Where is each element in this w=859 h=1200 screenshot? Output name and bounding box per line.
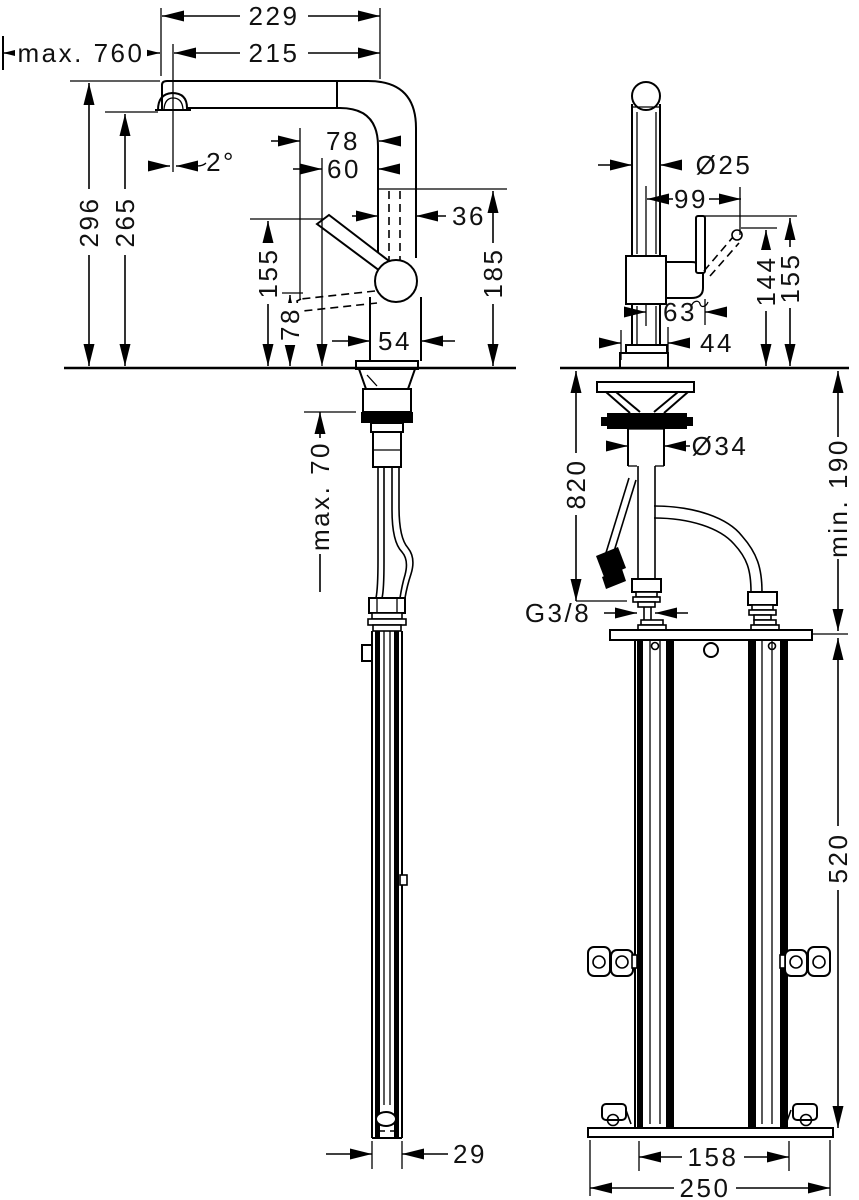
dim-spout-angle: 2° (206, 147, 236, 177)
dim-handle-reach: 99 (674, 184, 708, 214)
dim-handle-155: 155 (775, 253, 805, 304)
dim-box-height-520: 520 (823, 833, 853, 884)
dim-base-44: 44 (700, 328, 734, 358)
dim-hose-pullout: max. 760 (18, 38, 145, 68)
dim-offset-60: 60 (327, 154, 361, 184)
dim-shank-34: Ø34 (692, 431, 749, 461)
dim-rail-width: 29 (453, 1139, 487, 1169)
dim-thread-g38: G3/8 (525, 598, 591, 628)
dim-height-to-aerator: 265 (110, 197, 140, 248)
dim-offset-63: 63 (663, 297, 697, 327)
sbox-installation-unit (587, 629, 848, 1138)
dim-box-inner-158: 158 (688, 1142, 739, 1172)
dim-clearance-min190: min. 190 (823, 438, 853, 558)
dim-height-total: 296 (74, 197, 104, 248)
dim-spout-tube: 36 (452, 201, 486, 231)
dim-diameter-25: Ø25 (696, 150, 753, 180)
front-view-dimensions: 229 215 max. 760 2° 296 265 78 60 36 (2, 1, 508, 1169)
front-view-faucet (64, 80, 516, 1139)
ball-joint (374, 259, 418, 303)
side-view-faucet (560, 81, 849, 1138)
dim-height-78: 78 (275, 307, 305, 341)
dim-base-54: 54 (378, 326, 412, 356)
dim-reach-aerator: 215 (249, 38, 300, 68)
dim-height-155: 155 (253, 248, 283, 299)
hose-guide-rail (361, 631, 408, 1139)
handle-side (695, 215, 706, 274)
dim-offset-78: 78 (326, 126, 360, 156)
dim-hose-820: 820 (561, 459, 591, 510)
side-view-dimensions: Ø25 99 144 155 63 44 Ø34 (525, 150, 853, 1200)
dim-counter-max: max. 70 (305, 441, 335, 551)
dim-box-width-250: 250 (680, 1173, 731, 1200)
dim-reach-total: 229 (249, 1, 300, 31)
dim-height-185: 185 (478, 248, 508, 299)
